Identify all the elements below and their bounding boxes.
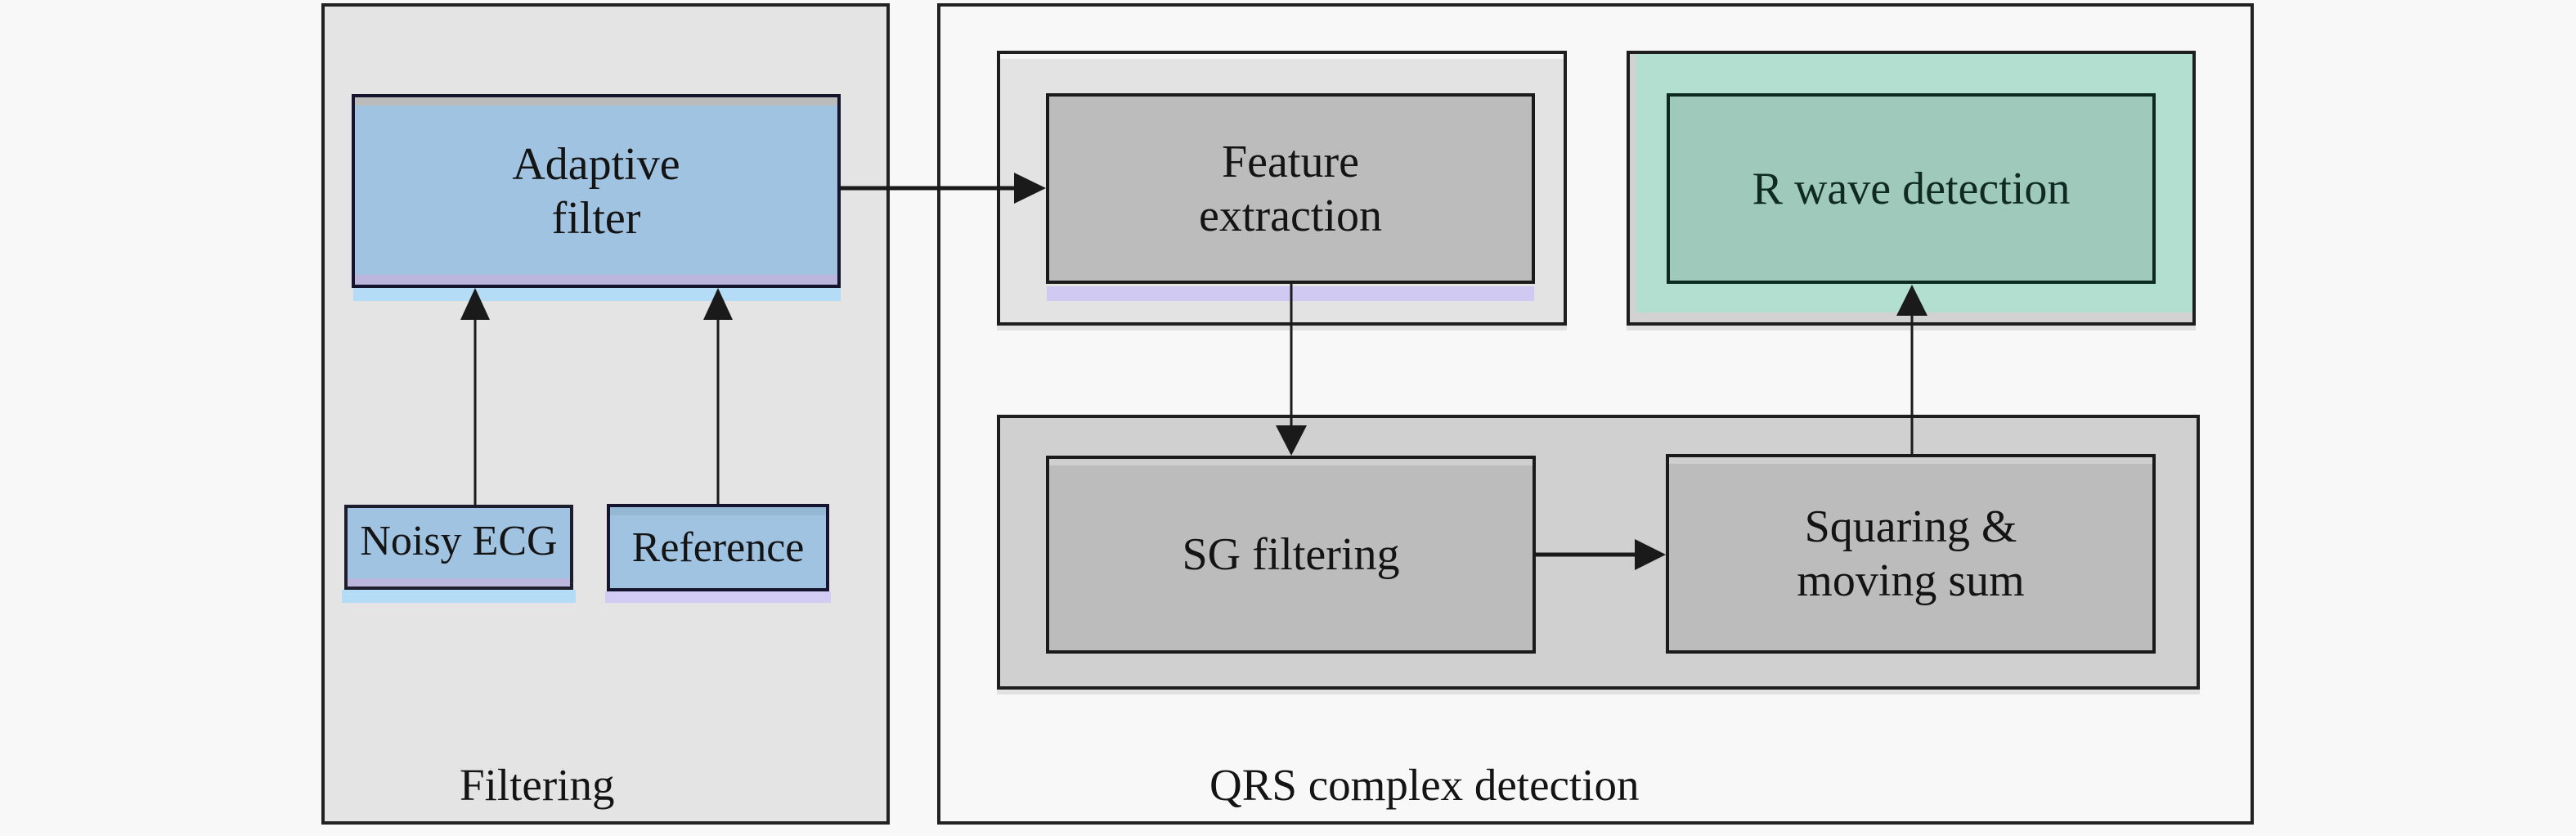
noisy-ecg-node: Noisy ECG — [344, 505, 573, 590]
r-wave-detection-node: R wave detection — [1667, 93, 2156, 284]
adaptive-filter-label-line2: filter — [551, 192, 641, 244]
arrowhead-up-icon — [703, 288, 733, 320]
r-wave-detection-label: R wave detection — [1752, 163, 2071, 214]
arrowhead-right-icon — [1635, 539, 1666, 570]
squaring-moving-sum-label-line1: Squaring & — [1804, 501, 2017, 552]
arrowhead-down-icon — [1276, 425, 1307, 456]
qrs-detection-caption: QRS complex detection — [1209, 760, 1640, 810]
feature-extraction-label-line2: extraction — [1199, 190, 1382, 241]
feature-extraction-node: Feature extraction — [1046, 93, 1535, 284]
arrowhead-right-icon — [1014, 173, 1046, 204]
filtering-caption: Filtering — [460, 760, 615, 810]
edge-squaring-to-r-wave-detection — [1896, 285, 1928, 454]
edge-feature-extraction-to-sg-filtering — [1276, 284, 1307, 456]
reference-label: Reference — [631, 524, 805, 571]
adaptive-filter-node: Adaptive filter — [352, 94, 841, 288]
feature-extraction-label-line1: Feature — [1222, 136, 1359, 187]
adaptive-filter-label-line1: Adaptive — [512, 138, 680, 190]
arrowhead-up-icon — [460, 288, 490, 320]
reference-node: Reference — [607, 504, 829, 591]
squaring-moving-sum-label-line2: moving sum — [1797, 555, 2025, 606]
edge-reference-to-adaptive-filter — [703, 288, 733, 504]
sg-filtering-label: SG filtering — [1182, 529, 1400, 580]
edge-sg-filtering-to-squaring — [1536, 539, 1666, 570]
reference-shadow — [605, 591, 831, 603]
noisy-ecg-label: Noisy ECG — [360, 518, 558, 564]
edge-adaptive-filter-to-feature-extraction — [841, 173, 1046, 204]
edge-noisy-ecg-to-adaptive-filter — [460, 288, 490, 505]
sg-filtering-node: SG filtering — [1046, 456, 1536, 654]
arrowhead-up-icon — [1896, 285, 1928, 316]
noisy-ecg-shadow — [342, 590, 576, 603]
squaring-moving-sum-node: Squaring & moving sum — [1666, 454, 2156, 654]
